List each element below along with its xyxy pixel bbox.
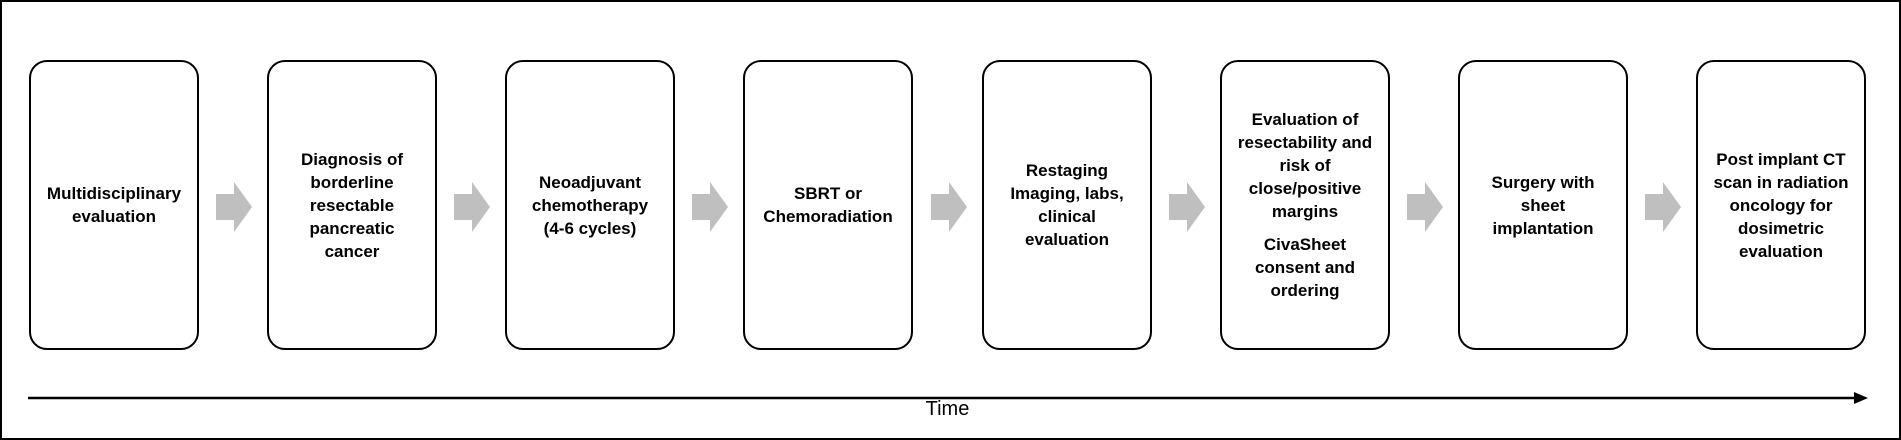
right-arrow-icon [1645, 182, 1681, 232]
right-arrow-icon [454, 182, 490, 232]
step-label: Evaluation of resectability and risk of … [1237, 110, 1373, 221]
step-diagnosis: Diagnosis of borderline resectable pancr… [267, 60, 437, 350]
step-neoadjuvant-chemotherapy: Neoadjuvant chemotherapy (4-6 cycles) [505, 60, 675, 350]
step-label: Diagnosis of borderline resectable pancr… [300, 149, 403, 261]
step-sublabel: CivaSheet consent and ordering [1254, 235, 1356, 300]
right-arrow-icon [216, 182, 252, 232]
step-restaging: Restaging Imaging, labs, clinical evalua… [982, 60, 1152, 350]
step-label: Neoadjuvant chemotherapy (4-6 cycles) [531, 172, 649, 238]
step-label: SBRT or Chemoradiation [763, 184, 893, 226]
right-arrow-icon [692, 182, 728, 232]
right-arrow-icon [1407, 182, 1443, 232]
step-label: Post implant CT scan in radiation oncolo… [1713, 149, 1849, 261]
step-evaluation-of-resectability: Evaluation of resectability and risk of … [1220, 60, 1390, 350]
step-label: Restaging Imaging, labs, clinical evalua… [1010, 161, 1124, 249]
timeline-arrow [28, 392, 1868, 404]
step-post-implant-ct: Post implant CT scan in radiation oncolo… [1696, 60, 1866, 350]
right-arrow-icon [931, 182, 967, 232]
step-label: Multidisciplinary evaluation [46, 184, 182, 226]
right-arrow-icon [1169, 182, 1205, 232]
timeline-label: Time [925, 398, 970, 420]
step-sbrt-chemoradiation: SBRT or Chemoradiation [743, 60, 913, 350]
step-surgery-sheet-implantation: Surgery with sheet implantation [1458, 60, 1628, 350]
step-multidisciplinary-evaluation: Multidisciplinary evaluation [29, 60, 199, 350]
step-label: Surgery with sheet implantation [1491, 172, 1595, 238]
